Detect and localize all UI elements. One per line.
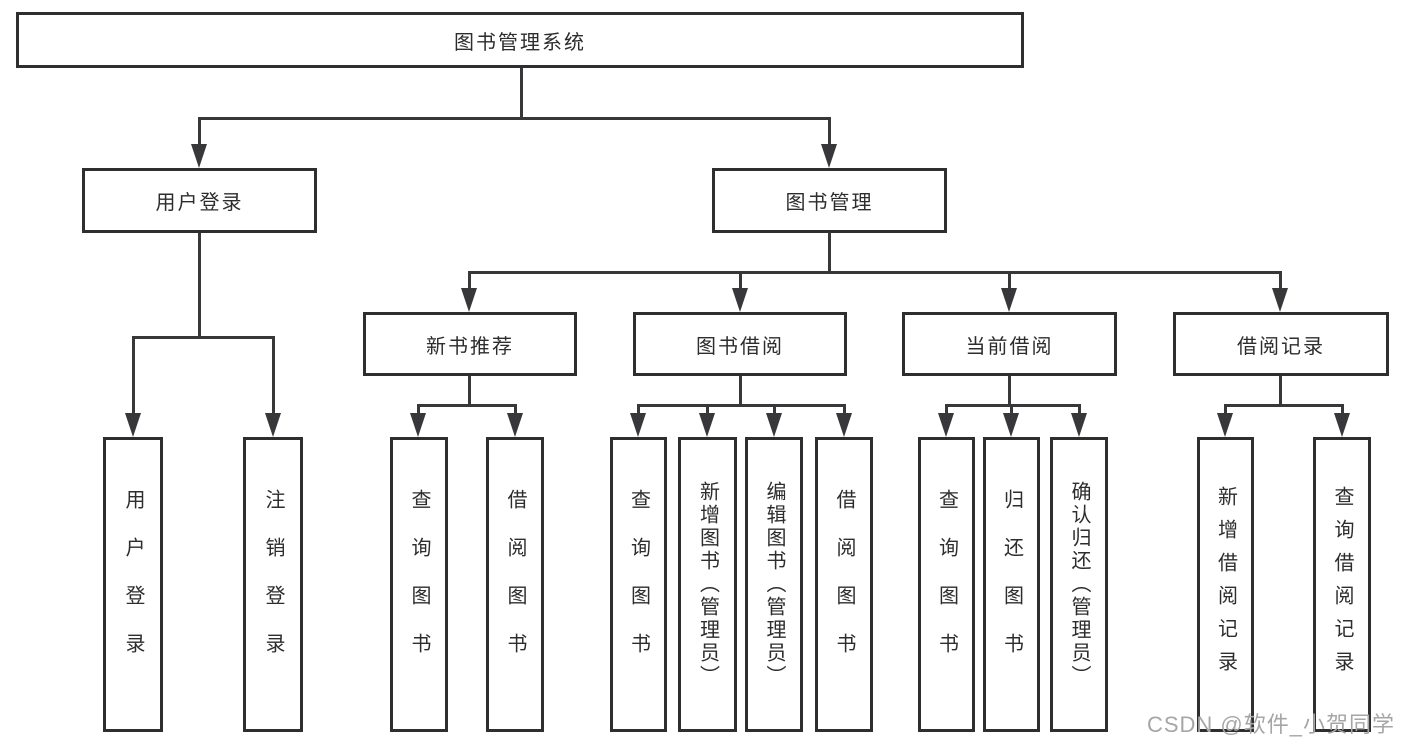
arrow-down-icon <box>630 413 646 437</box>
leaf-label: 查询图书 <box>627 488 650 681</box>
leaf-label: 查询图书 <box>935 488 958 681</box>
connector-user-login-branch <box>132 336 275 339</box>
leaf-br-query-record: 查询借阅记录 <box>1313 437 1371 732</box>
connector-root-branch <box>198 117 831 120</box>
leaf-bb-edit-books-admin: 编辑图书（管理员） <box>745 437 803 732</box>
connector-new-book-rec-branch <box>417 404 517 407</box>
leaf-bb-query-books: 查询图书 <box>610 437 667 732</box>
connector-borrow-records-stem <box>1279 376 1282 406</box>
node-new-book-rec: 新书推荐 <box>363 312 577 376</box>
connector-current-borrow-branch <box>945 404 1081 407</box>
leaf-label: 新增图书（管理员） <box>696 481 719 688</box>
node-user-login-label: 用户登录 <box>155 192 244 214</box>
arrow-down-icon <box>191 144 207 168</box>
leaf-user-login-label: 用户登录 <box>122 488 144 681</box>
arrow-down-icon <box>507 413 523 437</box>
connector-drop-user-login <box>198 117 201 147</box>
arrow-down-icon <box>938 413 954 437</box>
leaf-bb-add-books-admin: 新增图书（管理员） <box>678 437 737 732</box>
node-borrow-records: 借阅记录 <box>1173 312 1389 376</box>
arrow-down-icon <box>766 413 782 437</box>
connector-book-borrow-stem <box>739 376 742 406</box>
connector-drop <box>1341 404 1344 416</box>
leaf-logout-label: 注销登录 <box>262 488 284 681</box>
arrow-down-icon <box>1071 413 1087 437</box>
node-root: 图书管理系统 <box>16 12 1024 68</box>
leaf-label: 归还图书 <box>1000 488 1023 681</box>
leaf-label: 借阅图书 <box>833 488 855 681</box>
leaf-nbr-borrow-books: 借阅图书 <box>486 437 544 732</box>
connector-drop <box>514 404 517 416</box>
leaf-label: 查询借阅记录 <box>1331 485 1353 684</box>
arrow-down-icon <box>1334 413 1350 437</box>
connector-book-mgmt-stem <box>828 232 831 274</box>
connector-drop-new-book-rec <box>468 271 471 291</box>
leaf-label: 借阅图书 <box>504 488 526 681</box>
node-book-mgmt-label: 图书管理 <box>785 192 874 214</box>
node-borrow-records-label: 借阅记录 <box>1237 335 1325 358</box>
connector-drop <box>945 404 948 416</box>
node-book-borrow: 图书借阅 <box>633 312 847 376</box>
connector-drop <box>843 404 846 416</box>
connector-drop <box>637 404 640 416</box>
arrow-down-icon <box>125 413 141 437</box>
node-current-borrow-label: 当前借阅 <box>965 335 1054 358</box>
connector-drop-book-mgmt <box>828 117 831 147</box>
leaf-cb-confirm-return-admin: 确认归还（管理员） <box>1050 437 1108 732</box>
connector-root-stem <box>520 68 523 118</box>
leaf-label: 查询图书 <box>408 488 430 681</box>
arrow-down-icon <box>732 288 748 312</box>
arrow-down-icon <box>1217 413 1233 437</box>
connector-user-login-stem <box>198 233 201 339</box>
leaf-nbr-query-books: 查询图书 <box>390 437 448 732</box>
leaf-br-add-record: 新增借阅记录 <box>1197 437 1254 732</box>
connector-drop <box>417 404 420 416</box>
node-current-borrow: 当前借阅 <box>902 312 1117 376</box>
connector-drop-current-borrow <box>1008 271 1011 291</box>
arrow-down-icon <box>821 144 837 168</box>
node-book-mgmt: 图书管理 <box>712 168 947 233</box>
connector-drop <box>1010 404 1013 416</box>
arrow-down-icon <box>836 413 852 437</box>
node-new-book-rec-label: 新书推荐 <box>426 335 514 358</box>
leaf-bb-borrow-books: 借阅图书 <box>815 437 873 732</box>
connector-drop <box>1078 404 1081 416</box>
leaf-cb-return-books: 归还图书 <box>983 437 1040 732</box>
leaf-logout: 注销登录 <box>243 437 303 732</box>
arrow-down-icon <box>1272 288 1288 312</box>
arrow-down-icon <box>1001 288 1017 312</box>
connector-drop-borrow-records <box>1279 271 1282 291</box>
leaf-user-login: 用户登录 <box>103 437 163 732</box>
arrow-down-icon <box>410 413 426 437</box>
leaf-cb-query-books: 查询图书 <box>918 437 975 732</box>
connector-drop-leaf-login <box>132 336 135 416</box>
connector-drop <box>706 404 709 416</box>
connector-new-book-rec-stem <box>468 376 471 406</box>
connector-book-borrow-branch <box>637 404 846 407</box>
connector-drop <box>773 404 776 416</box>
connector-drop-book-borrow <box>739 271 742 291</box>
arrow-down-icon <box>1003 413 1019 437</box>
arrow-down-icon <box>265 413 281 437</box>
arrow-down-icon <box>461 288 477 312</box>
leaf-label: 确认归还（管理员） <box>1068 481 1090 688</box>
arrow-down-icon <box>699 413 715 437</box>
connector-drop <box>1224 404 1227 416</box>
connector-current-borrow-stem <box>1008 376 1011 406</box>
csdn-watermark: CSDN @软件_小贺同学 <box>1146 712 1395 737</box>
leaf-label: 新增借阅记录 <box>1214 485 1237 684</box>
connector-borrow-records-branch <box>1224 404 1344 407</box>
node-user-login: 用户登录 <box>82 168 317 233</box>
node-root-label: 图书管理系统 <box>454 31 586 54</box>
connector-book-mgmt-branch <box>468 271 1282 274</box>
node-book-borrow-label: 图书借阅 <box>696 335 784 358</box>
connector-drop-leaf-logout <box>272 336 275 416</box>
leaf-label: 编辑图书（管理员） <box>763 481 785 688</box>
